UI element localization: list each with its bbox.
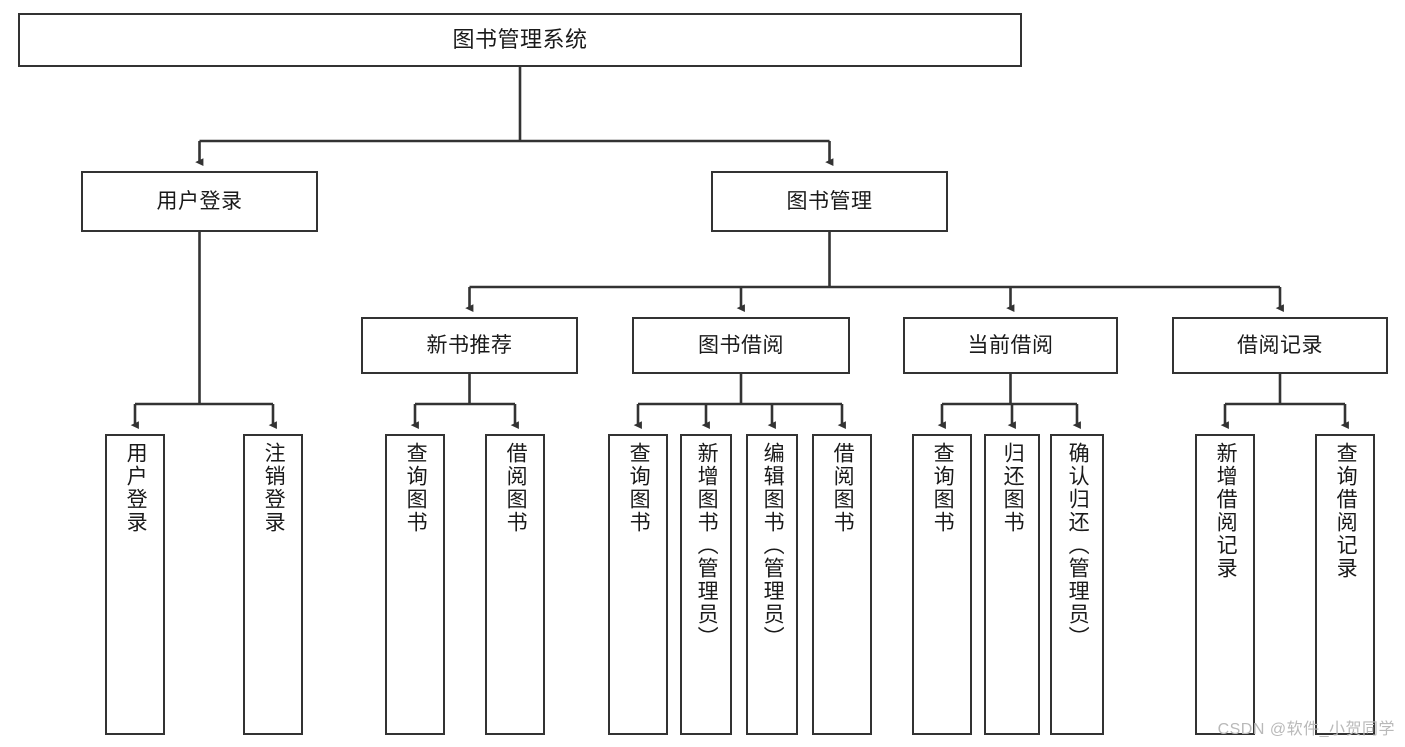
node-label: 确认归还（管理员） [1066, 442, 1090, 649]
node-label: 借阅图书 [504, 442, 528, 534]
node-leaf-borrow-book-1[interactable]: 借阅图书 [485, 434, 545, 735]
node-label: 查询图书 [404, 442, 428, 534]
node-root[interactable]: 图书管理系统 [18, 13, 1022, 67]
node-leaf-edit-book[interactable]: 编辑图书（管理员） [746, 434, 798, 735]
node-label: 查询借阅记录 [1334, 442, 1358, 580]
node-leaf-borrow-book-2[interactable]: 借阅图书 [812, 434, 872, 735]
node-borrow-record[interactable]: 借阅记录 [1172, 317, 1388, 374]
node-book-borrow[interactable]: 图书借阅 [632, 317, 850, 374]
node-label: 图书借阅 [698, 333, 784, 357]
node-leaf-add-record[interactable]: 新增借阅记录 [1195, 434, 1255, 735]
node-book-manage[interactable]: 图书管理 [711, 171, 948, 232]
node-label: 新书推荐 [426, 333, 513, 357]
node-label: 查询图书 [931, 442, 955, 534]
node-leaf-query-book-1[interactable]: 查询图书 [385, 434, 445, 735]
node-leaf-query-book-3[interactable]: 查询图书 [912, 434, 972, 735]
node-leaf-return-book[interactable]: 归还图书 [984, 434, 1040, 735]
node-leaf-add-book[interactable]: 新增图书（管理员） [680, 434, 732, 735]
node-current-borrow[interactable]: 当前借阅 [903, 317, 1118, 374]
watermark-text: CSDN @软件_小贺同学 [1217, 721, 1395, 738]
node-new-book-rec[interactable]: 新书推荐 [361, 317, 578, 374]
node-label: 图书管理系统 [452, 27, 588, 53]
node-label: 用户登录 [156, 189, 243, 213]
node-user-login[interactable]: 用户登录 [81, 171, 318, 232]
node-leaf-query-record[interactable]: 查询借阅记录 [1315, 434, 1375, 735]
node-leaf-user-login[interactable]: 用户登录 [105, 434, 165, 735]
node-label: 新增借阅记录 [1214, 442, 1238, 580]
node-leaf-confirm-return[interactable]: 确认归还（管理员） [1050, 434, 1104, 735]
node-label: 归还图书 [1001, 442, 1025, 534]
node-label: 借阅图书 [831, 442, 855, 534]
node-label: 编辑图书（管理员） [761, 442, 785, 649]
node-leaf-user-logout[interactable]: 注销登录 [243, 434, 303, 735]
node-label: 注销登录 [262, 442, 286, 534]
node-label: 新增图书（管理员） [695, 442, 719, 649]
node-label: 用户登录 [124, 442, 148, 534]
node-label: 当前借阅 [967, 333, 1054, 357]
node-label: 借阅记录 [1237, 333, 1323, 357]
node-label: 图书管理 [786, 189, 873, 213]
node-label: 查询图书 [627, 442, 651, 534]
node-leaf-query-book-2[interactable]: 查询图书 [608, 434, 668, 735]
